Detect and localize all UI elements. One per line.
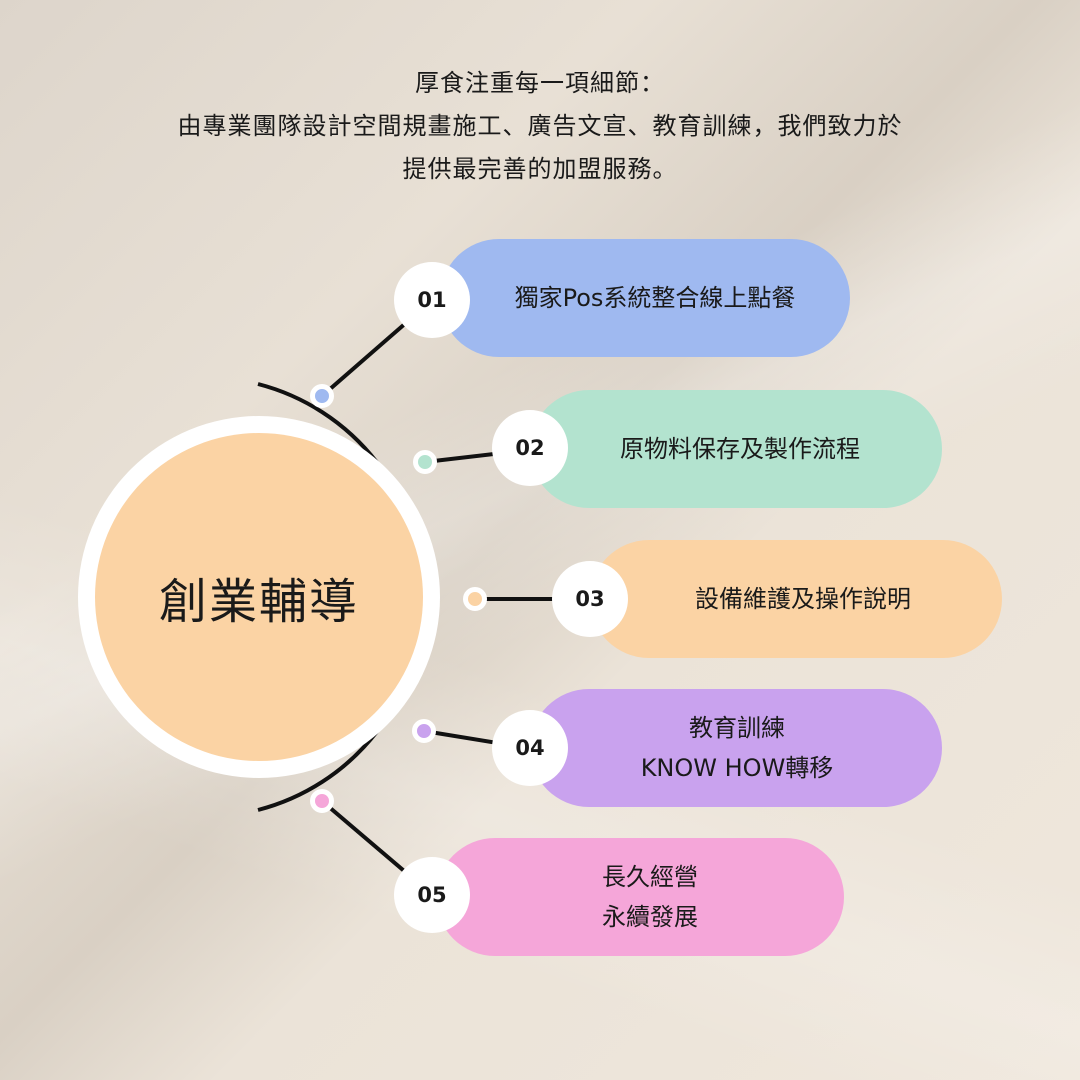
intro-line-3: 提供最完善的加盟服務。 [402, 155, 678, 183]
intro-line-1: 厚食注重每一項細節： [415, 69, 665, 97]
item-badge-04: 04 [492, 710, 568, 786]
item-pill-04: 教育訓練 KNOW HOW轉移 [530, 689, 942, 807]
intro-text: 厚食注重每一項細節： 由專業團隊設計空間規畫施工、廣告文宣、教育訓練，我們致力於… [0, 62, 1080, 191]
node-dot-01 [310, 384, 334, 408]
item-05-line-2: 永續發展 [602, 903, 698, 931]
node-dot-03 [463, 587, 487, 611]
item-number-03: 03 [575, 587, 605, 611]
item-text-03: 設備維護及操作說明 [681, 579, 911, 619]
item-text-05: 長久經營 永續發展 [582, 857, 698, 937]
item-text-02: 原物料保存及製作流程 [612, 429, 860, 469]
item-badge-01: 01 [394, 262, 470, 338]
node-dot-02 [413, 450, 437, 474]
center-circle: 創業輔導 [95, 433, 423, 761]
item-badge-03: 03 [552, 561, 628, 637]
node-dot-05 [310, 789, 334, 813]
item-01-line-1: 獨家Pos系統整合線上點餐 [514, 284, 796, 312]
item-badge-02: 02 [492, 410, 568, 486]
item-04-line-2: KNOW HOW轉移 [640, 754, 834, 782]
item-pill-01: 獨家Pos系統整合線上點餐 [440, 239, 850, 357]
item-number-02: 02 [515, 436, 545, 460]
item-pill-02: 原物料保存及製作流程 [530, 390, 942, 508]
item-number-04: 04 [515, 736, 545, 760]
item-text-04: 教育訓練 KNOW HOW轉移 [639, 708, 834, 788]
item-badge-05: 05 [394, 857, 470, 933]
item-text-01: 獨家Pos系統整合線上點餐 [495, 278, 796, 318]
item-number-01: 01 [417, 288, 447, 312]
center-label: 創業輔導 [158, 574, 359, 630]
item-02-line-1: 原物料保存及製作流程 [620, 435, 860, 463]
item-pill-03: 設備維護及操作說明 [590, 540, 1002, 658]
item-pill-05: 長久經營 永續發展 [436, 838, 844, 956]
intro-line-2: 由專業團隊設計空間規畫施工、廣告文宣、教育訓練，我們致力於 [177, 112, 903, 140]
item-05-line-1: 長久經營 [602, 863, 698, 891]
item-number-05: 05 [417, 883, 447, 907]
item-03-line-1: 設備維護及操作說明 [695, 585, 911, 613]
node-dot-04 [412, 719, 436, 743]
item-04-line-1: 教育訓練 [688, 714, 785, 742]
